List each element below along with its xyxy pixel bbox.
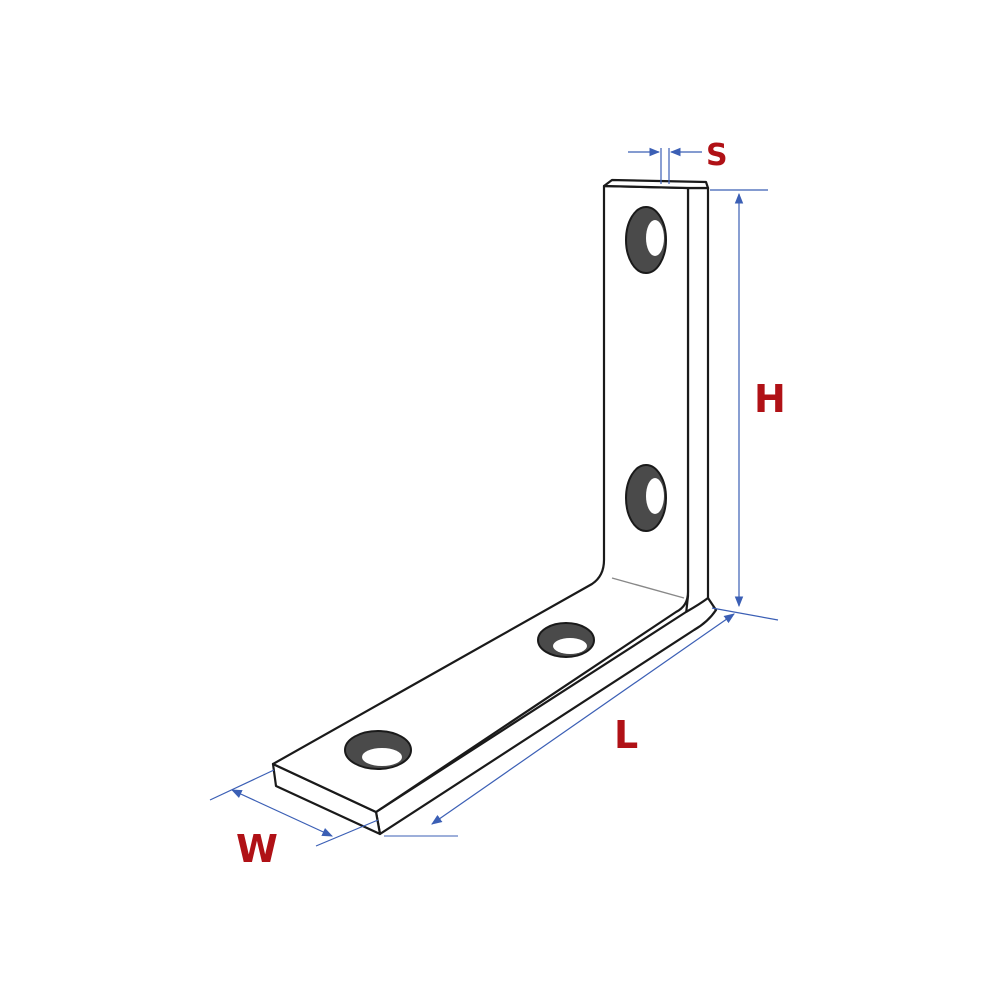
w-extension-right: [315, 819, 379, 847]
w-extension-left: [209, 769, 275, 801]
vertical-leg-top-face: [602, 178, 710, 190]
label-thickness-s: S: [706, 138, 728, 173]
hole-horizontal-near-bend: [537, 622, 595, 658]
l-dimension-line: [431, 613, 735, 825]
hole-vertical-bottom: [625, 464, 667, 532]
dimension-lines: [209, 147, 779, 847]
bend-crease-line: [611, 577, 685, 599]
hole-horizontal-end: [344, 730, 412, 770]
h-extension-bottom: [711, 607, 779, 621]
label-length-l: L: [614, 713, 638, 757]
w-dimension-line: [231, 789, 333, 837]
label-height-h: H: [754, 377, 786, 421]
label-width-w: W: [236, 827, 278, 871]
hole-vertical-top: [625, 206, 667, 274]
vertical-leg-side-face: [684, 186, 710, 622]
